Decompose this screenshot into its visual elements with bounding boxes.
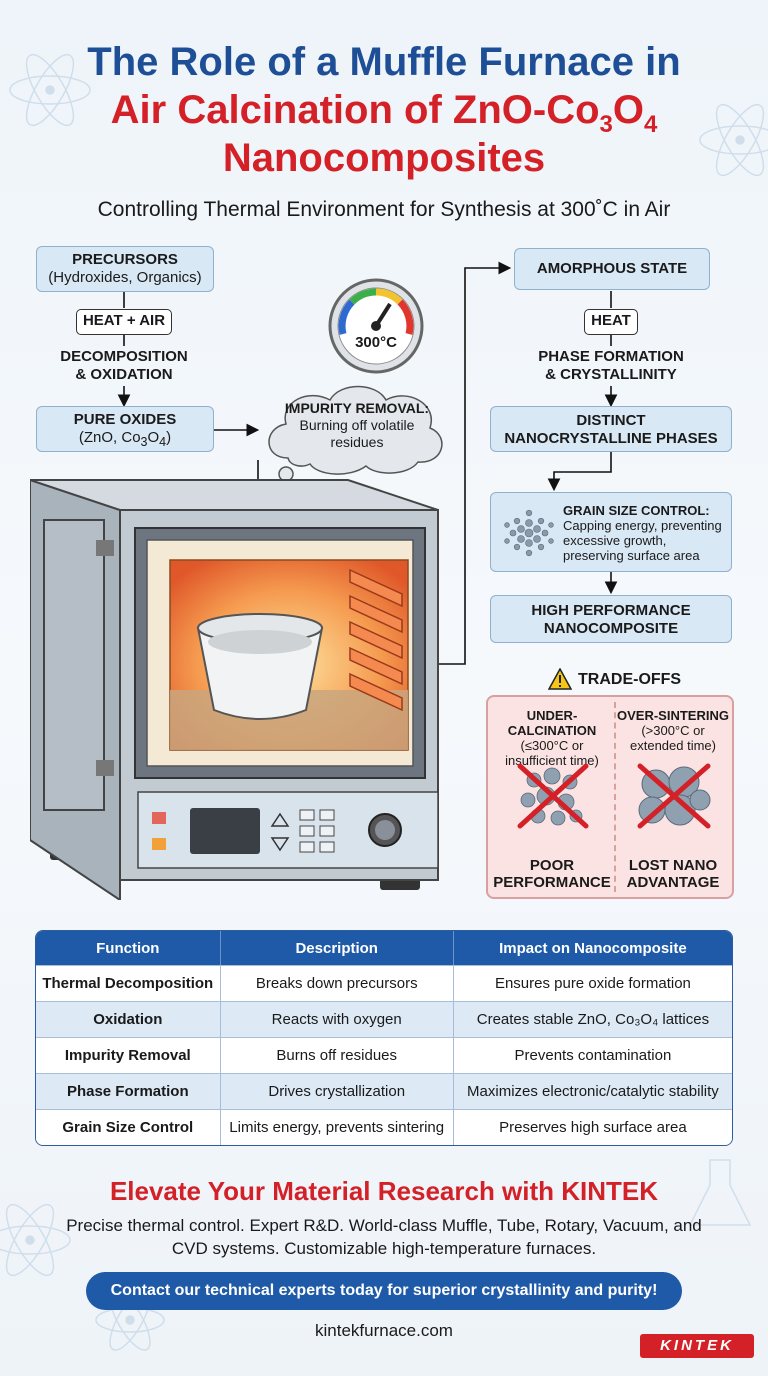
phase-formation-label: PHASE FORMATION & CRYSTALLINITY: [510, 348, 712, 384]
pure-oxides-sub: (ZnO, Co3O4): [78, 429, 172, 449]
over-sintering-result2: ADVANTAGE: [626, 874, 720, 891]
pure-oxides-box: PURE OXIDES (ZnO, Co3O4): [36, 406, 214, 452]
page-title-line2: Air Calcination of ZnO-Co3O4: [110, 88, 658, 138]
atom-icon: [9, 53, 91, 127]
over-sintering-column: OVER-SINTERING (>300°C or extended time): [614, 708, 732, 753]
precursors-title: PRECURSORS: [72, 251, 178, 268]
table-cell: Drives crystallization: [220, 1073, 454, 1109]
heat-label: HEAT: [584, 309, 638, 335]
table-row: Thermal Decomposition Breaks down precur…: [36, 965, 732, 1001]
decomposition-line1: DECOMPOSITION: [60, 348, 188, 365]
heat-air-label: HEAT + AIR: [76, 309, 172, 335]
page-title-line1: The Role of a Muffle Furnace in: [87, 40, 681, 84]
gauge-label: 300°C: [355, 334, 397, 351]
table-row: Impurity Removal Burns off residues Prev…: [36, 1037, 732, 1073]
table-cell: Grain Size Control: [36, 1109, 221, 1145]
cloud-text-body: Burning off volatile residues: [299, 417, 415, 450]
under-calcination-column: UNDER-CALCINATION (≤300°C or insufficien…: [490, 708, 614, 768]
over-sintering-title: OVER-SINTERING: [617, 708, 729, 723]
grain-size-title: GRAIN SIZE CONTROL:: [563, 503, 710, 518]
table-cell: Oxidation: [36, 1001, 221, 1037]
high-performance-line2: NANOCOMPOSITE: [543, 620, 679, 637]
cta-text: Precise thermal control. Expert R&D. Wor…: [66, 1216, 702, 1258]
precursors-sub: (Hydroxides, Organics): [48, 269, 202, 286]
contact-experts-button[interactable]: Contact our technical experts today for …: [86, 1272, 682, 1310]
high-performance-line1: HIGH PERFORMANCE: [531, 602, 691, 619]
kintek-logo: KINTEK: [640, 1334, 754, 1358]
grain-size-box: GRAIN SIZE CONTROL: Capping energy, prev…: [490, 492, 732, 572]
atom-icon: [0, 1203, 71, 1277]
grain-size-text: GRAIN SIZE CONTROL: Capping energy, prev…: [563, 503, 729, 563]
table-header-cell: Function: [36, 931, 221, 965]
precursors-box: PRECURSORS (Hydroxides, Organics): [36, 246, 214, 292]
under-calcination-sub2: insufficient time): [505, 753, 599, 768]
tradeoffs-title: TRADE-OFFS: [578, 671, 682, 688]
under-calcination-title: UNDER-CALCINATION: [507, 708, 597, 738]
distinct-phases-line2: NANOCRYSTALLINE PHASES: [504, 430, 718, 447]
table-header-cell: Impact on Nanocomposite: [453, 931, 732, 965]
table-row: Grain Size Control Limits energy, preven…: [36, 1109, 732, 1145]
distinct-phases-box: DISTINCT NANOCRYSTALLINE PHASES: [490, 406, 732, 452]
table-cell: Ensures pure oxide formation: [453, 965, 732, 1001]
function-table: Function Description Impact on Nanocompo…: [35, 930, 733, 1146]
distinct-phases-line1: DISTINCT: [576, 412, 646, 429]
atom-icon: [699, 103, 768, 177]
table-cell: Creates stable ZnO, Co₃O₄ lattices: [453, 1001, 732, 1037]
temperature-gauge-icon: [328, 278, 424, 374]
phase-formation-line1: PHASE FORMATION: [538, 348, 684, 365]
phase-formation-line2: & CRYSTALLINITY: [545, 366, 677, 383]
muffle-furnace-illustration: [30, 478, 439, 900]
under-calcination-sub1: (≤300°C or: [520, 738, 584, 753]
table-cell: Burns off residues: [220, 1037, 454, 1073]
table-header-cell: Description: [220, 931, 454, 965]
large-particles-crossed-icon: [637, 763, 711, 829]
cloud-text-bold: IMPURITY REMOVAL:: [284, 400, 430, 416]
under-calcination-result2: PERFORMANCE: [493, 874, 611, 891]
nanoparticle-cluster-icon: [504, 509, 554, 557]
over-sintering-sub1: (>300°C or: [641, 723, 705, 738]
cloud-text: IMPURITY REMOVAL: Burning off volatile r…: [284, 400, 430, 451]
over-sintering-result1: LOST NANO: [628, 857, 718, 874]
table-cell: Prevents contamination: [453, 1037, 732, 1073]
decomposition-label: DECOMPOSITION & OXIDATION: [30, 348, 218, 384]
decomposition-line2: & OXIDATION: [75, 366, 173, 383]
grain-size-desc: Capping energy, preventing excessive gro…: [563, 518, 722, 563]
flask-icon: [688, 1159, 752, 1226]
small-particles-crossed-icon: [517, 763, 589, 829]
table-cell: Maximizes electronic/catalytic stability: [453, 1073, 732, 1109]
over-sintering-sub2: extended time): [630, 738, 716, 753]
table-cell: Preserves high surface area: [453, 1109, 732, 1145]
table-cell: Reacts with oxygen: [220, 1001, 454, 1037]
under-calcination-result: POOR PERFORMANCE: [490, 857, 614, 891]
amorphous-state-box: AMORPHOUS STATE: [514, 248, 710, 290]
cta-title: Elevate Your Material Research with KINT…: [109, 1176, 659, 1206]
page-title-line3: Nanocomposites: [222, 136, 546, 180]
table-cell: Phase Formation: [36, 1073, 221, 1109]
under-calcination-result1: POOR: [529, 857, 575, 874]
table-cell: Breaks down precursors: [220, 965, 454, 1001]
website-link[interactable]: kintekfurnace.com: [315, 1321, 453, 1340]
high-performance-box: HIGH PERFORMANCE NANOCOMPOSITE: [490, 595, 732, 643]
table-row: Phase Formation Drives crystallization M…: [36, 1073, 732, 1109]
table-cell: Thermal Decomposition: [36, 965, 221, 1001]
pure-oxides-title: PURE OXIDES: [73, 411, 177, 428]
table-row: Oxidation Reacts with oxygen Creates sta…: [36, 1001, 732, 1037]
table-cell: Impurity Removal: [36, 1037, 221, 1073]
page-subtitle: Controlling Thermal Environment for Synt…: [97, 198, 671, 221]
tradeoffs-divider: [614, 702, 616, 892]
table-cell: Limits energy, prevents sintering: [220, 1109, 454, 1145]
warning-icon: [548, 668, 572, 690]
over-sintering-result: LOST NANO ADVANTAGE: [614, 857, 732, 891]
table-header-row: Function Description Impact on Nanocompo…: [36, 931, 732, 965]
